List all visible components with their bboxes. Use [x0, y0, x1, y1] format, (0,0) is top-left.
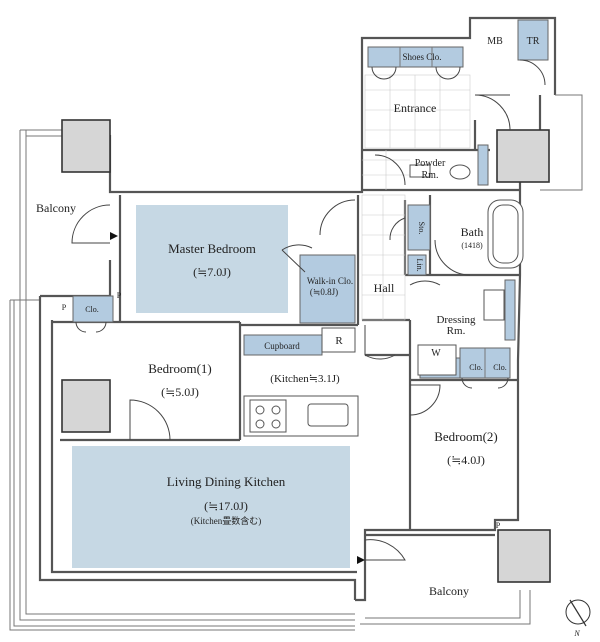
pillar-bottom-right [497, 529, 551, 583]
label-bath-size: (1418) [461, 241, 483, 250]
label-bedroom1-size: (≒5.0J) [161, 385, 199, 399]
label-ldk: Living Dining Kitchen [167, 474, 286, 489]
label-washer: W [431, 348, 441, 359]
label-walk-in-closet-size: (≒0.8J) [310, 287, 338, 297]
door-swings [71, 59, 546, 561]
label-closet-a: Clo. [85, 305, 99, 314]
label-bedroom2: Bedroom(2) [434, 429, 498, 444]
label-master-bedroom: Master Bedroom [168, 241, 256, 256]
label-cupboard: Cupboard [264, 341, 300, 351]
label-bath: Bath [461, 225, 484, 239]
balcony-railing-right [360, 94, 583, 625]
ldk-floor [72, 446, 350, 568]
master-bedroom-floor [136, 205, 288, 313]
label-hall: Hall [374, 281, 395, 295]
storage-units [72, 19, 549, 379]
label-master-bedroom-size: (≒7.0J) [193, 265, 231, 279]
entry-arrow-left [110, 232, 118, 240]
label-dressing-room: Dressing [436, 314, 476, 326]
label-bedroom1: Bedroom(1) [148, 361, 212, 376]
label-entrance: Entrance [394, 101, 437, 115]
label-refrigerator: R [335, 335, 343, 347]
label-ldk-note: (Kitchen畳数含む) [191, 515, 261, 526]
label-powder-room: Powder [415, 158, 446, 169]
label-ldk-size: (≒17.0J) [204, 499, 248, 513]
compass: N [565, 599, 591, 638]
label-bedroom2-size: (≒4.0J) [447, 453, 485, 467]
pillar-left [61, 379, 111, 433]
label-p-right: P [117, 291, 122, 300]
balcony-railing-left [9, 129, 355, 631]
label-closet-b: Clo. [469, 363, 483, 372]
entry-arrow-bottom [357, 556, 365, 564]
label-balcony-bottom: Balcony [429, 584, 469, 598]
label-linen: Lin. [415, 258, 424, 271]
label-kitchen-size: (Kitchen≒3.1J) [270, 373, 340, 385]
pillar-top-left [61, 119, 111, 173]
label-powder-room-2: Rm. [422, 170, 439, 181]
pillar-top-right [496, 129, 550, 183]
label-walk-in-closet: Walk-in Clo. [307, 276, 353, 286]
label-balcony-top: Balcony [36, 201, 76, 215]
label-p-bottom: P [496, 521, 501, 530]
label-closet-c: Clo. [493, 363, 507, 372]
label-p-left: P [62, 303, 67, 312]
label-mb: MB [487, 36, 503, 47]
label-tr: TR [527, 36, 540, 47]
compass-north-label: N [573, 629, 580, 638]
fixtures [243, 164, 524, 437]
hall-tile-grid [361, 74, 471, 321]
label-dressing-room-2: Rm. [447, 325, 466, 337]
label-shoes-closet: Shoes Clo. [402, 52, 441, 62]
label-storage: Sto. [417, 222, 426, 235]
